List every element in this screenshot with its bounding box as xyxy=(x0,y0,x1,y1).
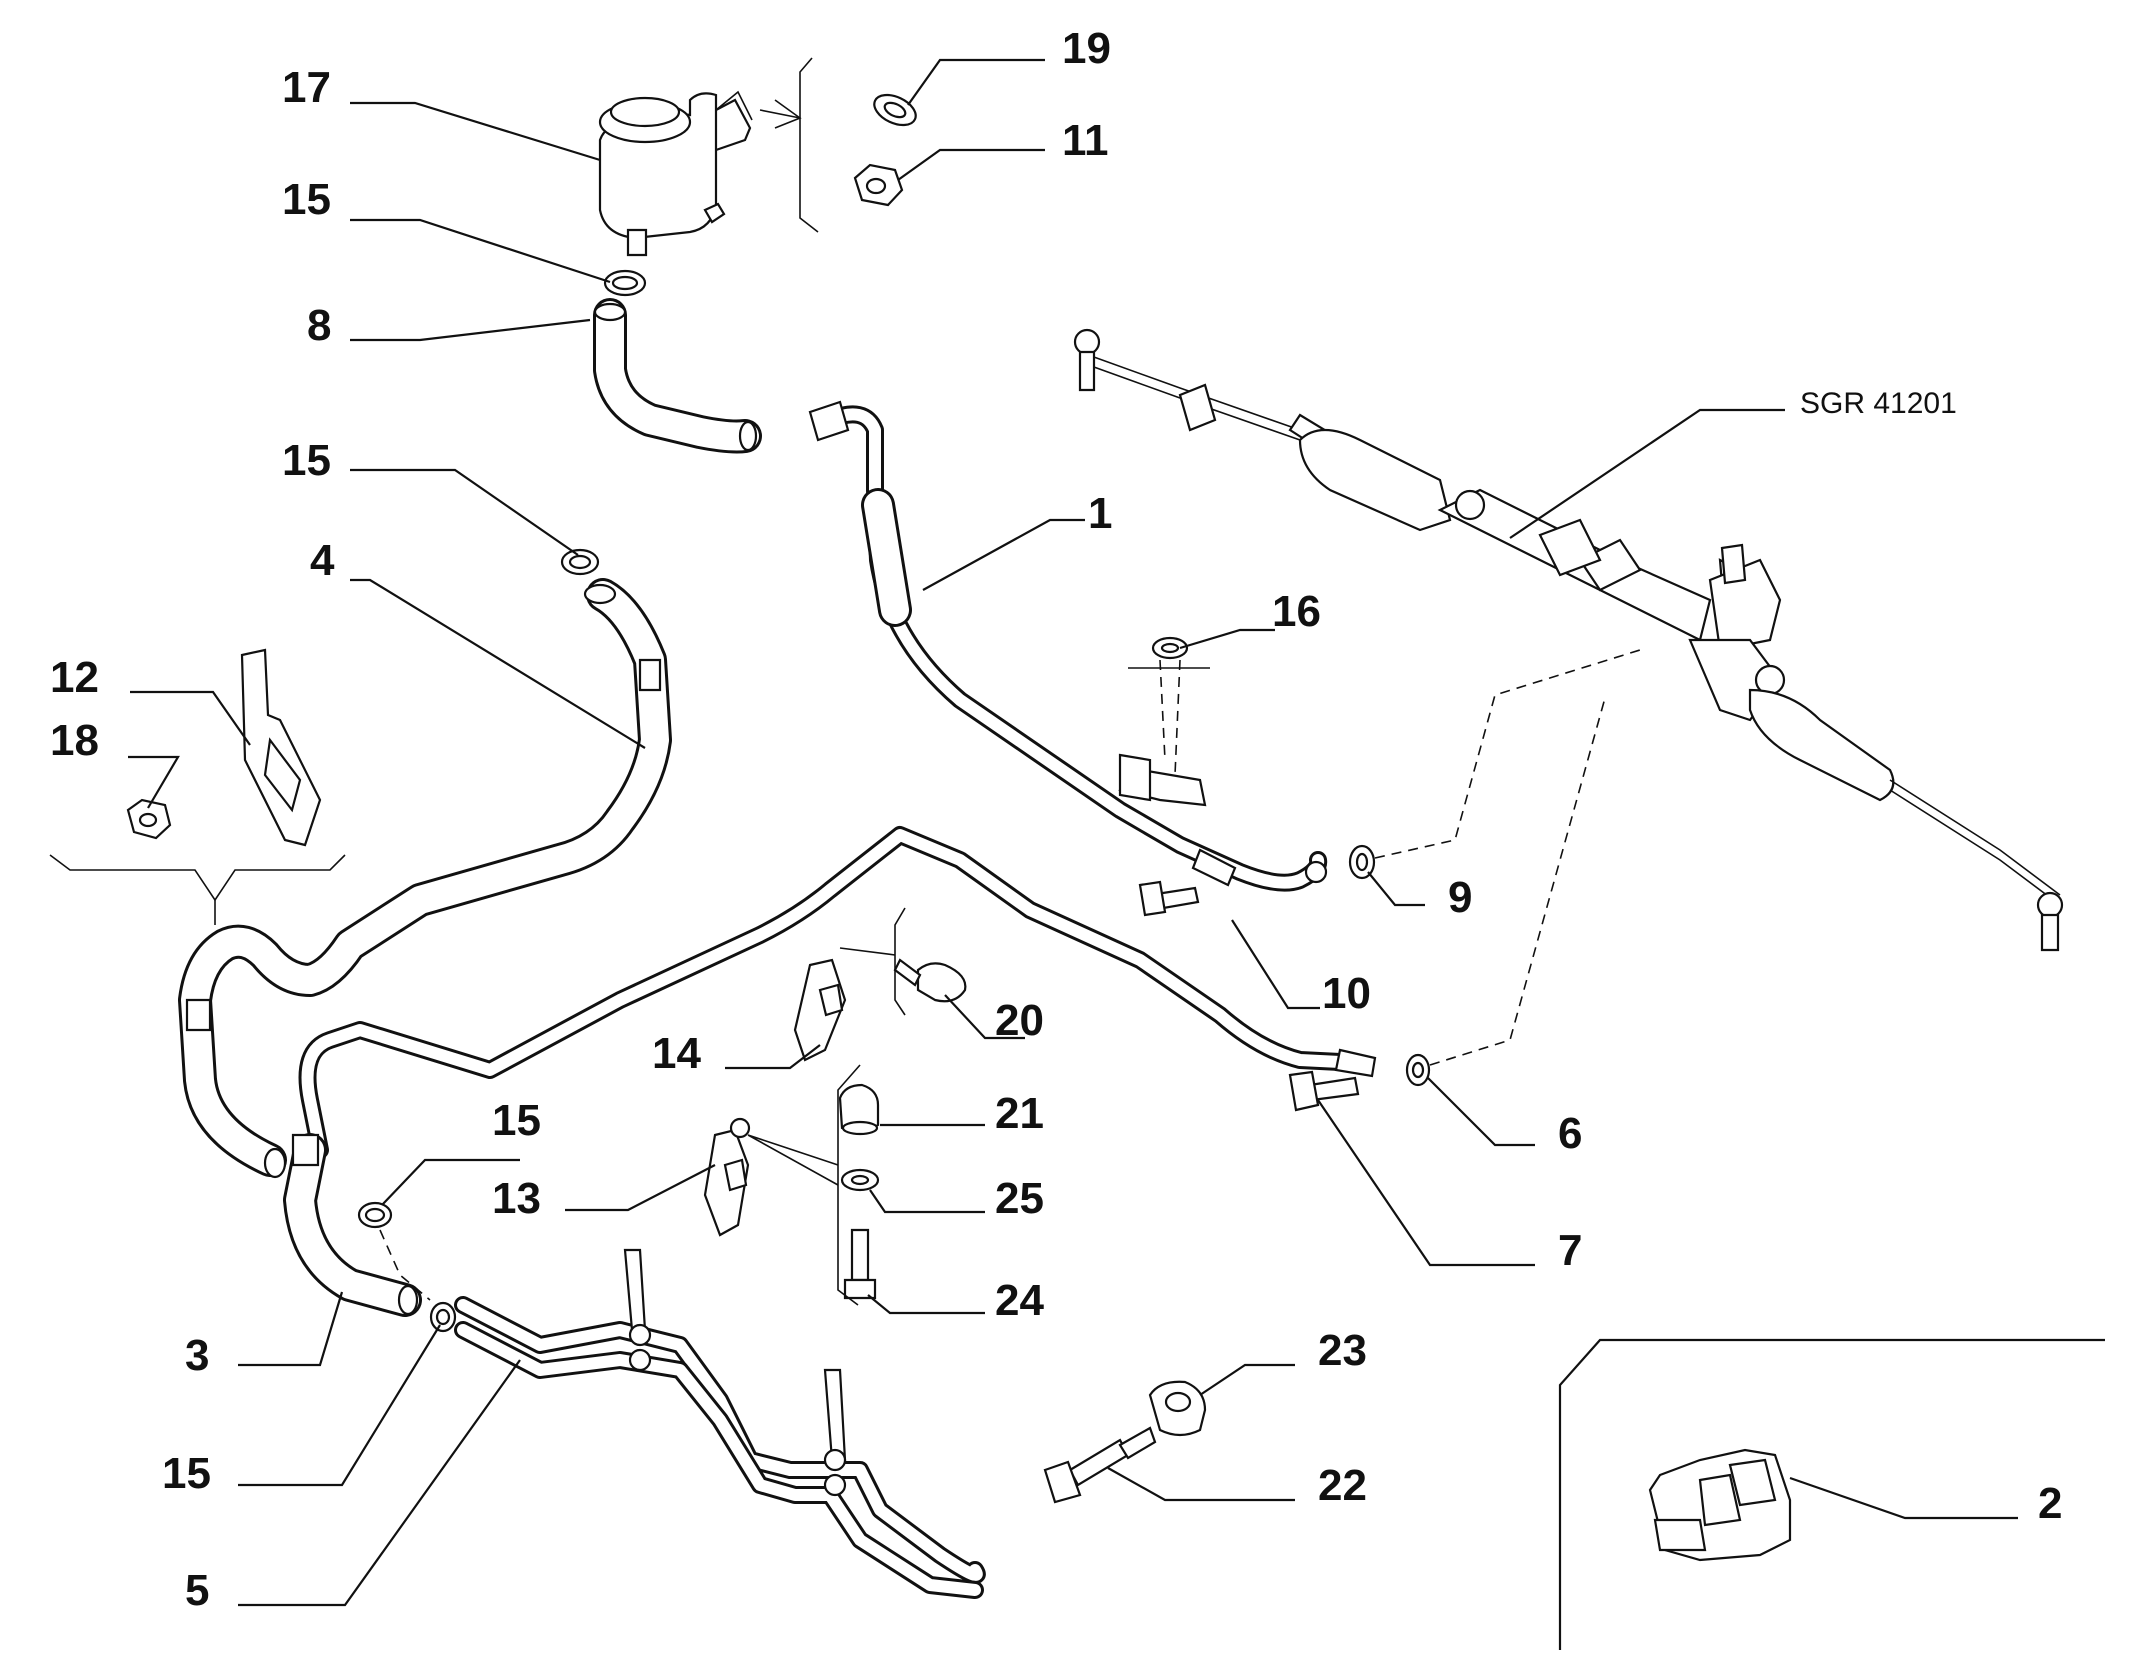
hose-part-3 xyxy=(283,1133,422,1317)
inset-frame xyxy=(1558,1338,2105,1650)
callout-8: 8 xyxy=(307,301,331,350)
group-bracket xyxy=(49,854,346,902)
hose-part-4 xyxy=(178,578,672,1179)
callout-15: 15 xyxy=(162,1449,211,1498)
callout-20: 20 xyxy=(995,996,1044,1045)
cooling-pipe-part-5 xyxy=(454,1248,986,1599)
callout-19: 19 xyxy=(1062,24,1111,73)
callout-9: 9 xyxy=(1448,873,1472,922)
callout-1: 1 xyxy=(1088,489,1112,538)
group-bracket-pointer xyxy=(774,99,802,129)
callout-3: 3 xyxy=(185,1331,209,1380)
hose-clamp-part-15 xyxy=(357,1201,393,1229)
group-bracket xyxy=(799,57,819,233)
callout-24: 24 xyxy=(995,1276,1044,1325)
callout-17: 17 xyxy=(282,63,331,112)
pipe-bracket xyxy=(1118,753,1207,807)
callout-10: 10 xyxy=(1322,969,1371,1018)
callout-23: 23 xyxy=(1318,1326,1367,1375)
bolt-part-7 xyxy=(1288,1070,1360,1112)
callout-25: 25 xyxy=(995,1174,1044,1223)
nut-part-11 xyxy=(853,163,904,207)
callout-2: 2 xyxy=(2038,1479,2062,1528)
group-bracket-pointer xyxy=(759,109,801,119)
callout-16: 16 xyxy=(1272,587,1321,636)
washer-part-25 xyxy=(840,1168,880,1192)
washer-part-16 xyxy=(1151,636,1189,660)
bolt-part-24 xyxy=(843,1228,877,1300)
pipe-part-1 xyxy=(808,400,1328,892)
callout-13: 13 xyxy=(492,1174,541,1223)
callout-21: 21 xyxy=(995,1089,1044,1138)
washer-part-6 xyxy=(1405,1053,1431,1087)
callout-4: 4 xyxy=(310,536,335,585)
nut-part-23 xyxy=(1148,1380,1207,1437)
reference-code: SGR 41201 xyxy=(1800,387,1957,420)
callout-15: 15 xyxy=(282,175,331,224)
callout-5: 5 xyxy=(185,1566,209,1615)
hose-clamp-part-15 xyxy=(603,269,647,297)
callout-6: 6 xyxy=(1558,1109,1582,1158)
group-bracket-pointer xyxy=(747,1134,839,1186)
callout-labels: 17 19 11 15 8 15 4 1 16 12 18 9 10 20 14… xyxy=(50,24,2062,1615)
callout-18: 18 xyxy=(50,716,99,765)
callout-12: 12 xyxy=(50,653,99,702)
nut-part-18 xyxy=(126,798,172,840)
hose-clamp-part-15 xyxy=(429,1301,457,1333)
leader-dashed xyxy=(1374,649,1641,859)
leader-lines xyxy=(128,58,2018,1607)
callout-14: 14 xyxy=(652,1029,701,1078)
group-bracket xyxy=(837,1064,861,1306)
callout-22: 22 xyxy=(1318,1461,1367,1510)
bolt-part-22 xyxy=(1043,1426,1157,1504)
leader-dashed xyxy=(379,1229,431,1301)
callout-7: 7 xyxy=(1558,1226,1582,1275)
callout-15: 15 xyxy=(492,1096,541,1145)
bracket-part-13 xyxy=(703,1117,751,1237)
reservoir-part-17 xyxy=(598,90,753,257)
bracket-part-14 xyxy=(793,958,847,1062)
bracket-part-12 xyxy=(240,648,322,847)
hose-part-8 xyxy=(593,298,762,454)
clip-part-2 xyxy=(1648,1448,1792,1562)
bolt-part-20 xyxy=(893,958,967,1003)
cap-nut-part-21 xyxy=(838,1083,880,1136)
bolt-part-10 xyxy=(1138,880,1200,917)
callout-11: 11 xyxy=(1062,116,1109,165)
group-bracket xyxy=(894,907,906,1016)
hose-clamp-part-15 xyxy=(560,548,600,576)
washer-part-9 xyxy=(1348,844,1376,880)
return-pipe xyxy=(298,826,1377,1159)
leader-dashed xyxy=(1159,659,1181,776)
washer-part-19 xyxy=(873,93,917,127)
group-bracket-pointer xyxy=(839,947,896,956)
callout-15: 15 xyxy=(282,436,331,485)
steering-rack-assembly xyxy=(1073,328,2064,952)
